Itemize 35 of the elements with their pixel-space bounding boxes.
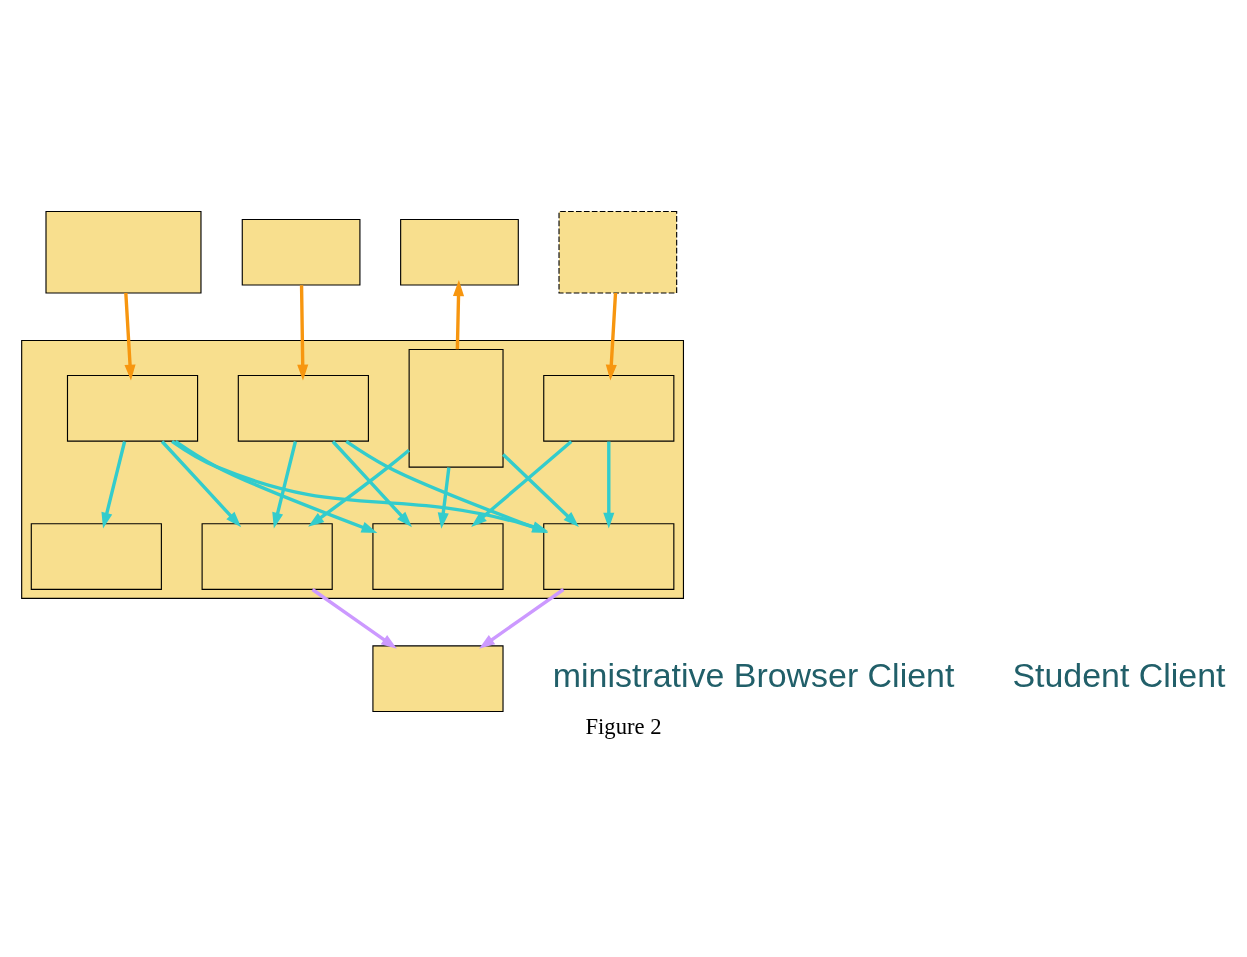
- node-box: [372, 523, 504, 590]
- arrow: [345, 439, 549, 533]
- label: Student Client: [1012, 656, 1226, 695]
- node-box: [372, 645, 504, 713]
- node-box: [408, 348, 504, 468]
- arrow: [479, 588, 565, 649]
- node-box: [400, 218, 519, 286]
- node-box: [66, 375, 199, 442]
- arrow: [308, 449, 411, 527]
- arrow: [471, 440, 573, 528]
- arrow: [171, 439, 549, 533]
- label: ministrative Browser Client: [552, 656, 955, 695]
- arrow: [160, 440, 242, 528]
- arrow: [331, 440, 412, 528]
- arrow: [297, 285, 309, 381]
- arrow: [437, 467, 451, 529]
- node-box: [30, 523, 162, 590]
- node-box: [558, 210, 678, 294]
- cluster: [21, 339, 685, 599]
- arrow: [605, 292, 618, 381]
- arrow: [174, 439, 378, 533]
- arrow: [101, 441, 127, 529]
- node-box: [241, 218, 361, 286]
- node-box: [543, 375, 675, 442]
- node-box: [237, 375, 369, 442]
- node-box: [543, 523, 675, 590]
- arrow: [603, 441, 615, 529]
- node-box: [45, 210, 202, 294]
- arrow: [272, 441, 298, 529]
- arrow: [452, 280, 465, 350]
- arrow: [124, 292, 136, 381]
- arrow: [311, 588, 397, 649]
- node-box: [201, 523, 333, 590]
- caption: Figure 2: [585, 714, 662, 740]
- arrow: [501, 453, 579, 527]
